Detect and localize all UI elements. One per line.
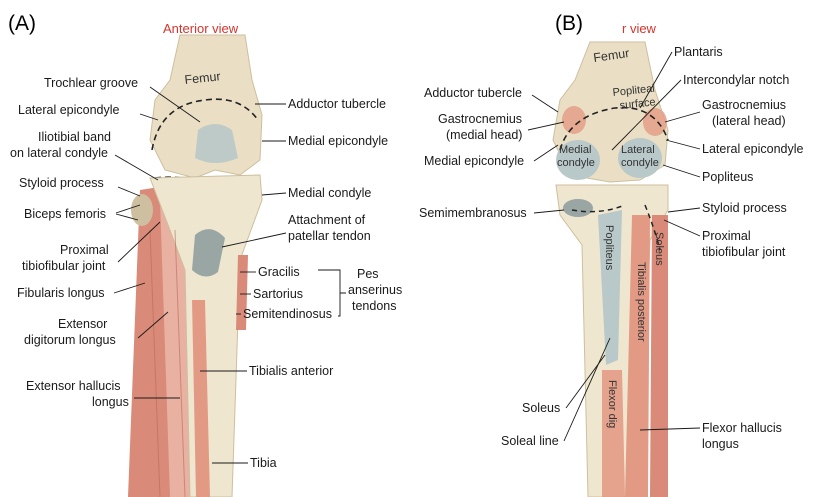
label-tibialis-anterior: Tibialis anterior [249,364,333,378]
label-attachment-2: patellar tendon [288,229,371,243]
patellar-surface-a [195,124,238,163]
label-prox-tibiofib-a-2: tibiofibular joint [22,259,106,273]
label-adductor-tubercle-a: Adductor tubercle [288,97,386,111]
label-soleal-line: Soleal line [501,434,559,448]
label-popliteus-b: Popliteus [702,170,753,184]
label-styloid-b: Styloid process [702,201,787,215]
label-biceps-femoris: Biceps femoris [24,207,106,221]
label-medial-epicondyle-b: Medial epicondyle [424,154,524,168]
panel-a-view: Anterior view [163,21,239,36]
label-medial-epicondyle-a: Medial epicondyle [288,134,388,148]
fibula-head-a [131,194,153,226]
label-trochlear-groove: Trochlear groove [44,76,138,90]
label-plantaris: Plantaris [674,45,723,59]
label-ext-hal-1: Extensor hallucis [26,379,121,393]
label-prox-tibiofib-b-1: Proximal [702,229,751,243]
label-adductor-tubercle-b: Adductor tubercle [424,86,522,100]
label-styloid-a: Styloid process [19,176,104,190]
panel-a-illustration [128,35,262,497]
label-intercondylar-notch: Intercondylar notch [683,73,789,87]
label-pes-2: anserinus [348,283,402,297]
label-attachment-1: Attachment of [288,213,366,227]
panel-b-label: (B) [555,12,583,35]
label-gastroc-medial-2: (medial head) [446,128,522,142]
medial-condyle-label-1: Medial [559,144,591,156]
label-fibularis-longus: Fibularis longus [17,286,105,300]
label-pes-3: tendons [352,299,396,313]
gastroc-medial-head-b [562,106,586,134]
lateral-condyle-label-2: condyle [621,157,659,169]
flexor-dig-vertical-label: Flexor dig [606,380,618,428]
label-ext-hal-2: longus [92,395,129,409]
label-semitendinosus: Semitendinosus [243,307,332,321]
label-lateral-epicondyle-b: Lateral epicondyle [702,142,804,156]
lateral-condyle-label-1: Lateral [621,144,655,156]
tibialis-posterior-vertical-label: Tibialis posterior [635,262,647,342]
semimembranosus-b [563,199,593,217]
label-soleus-b: Soleus [522,401,560,415]
soleus-vertical-label: Soleus [653,232,665,266]
label-flexor-hallucis-1: Flexor hallucis [702,421,782,435]
label-flexor-hallucis-2: longus [702,437,739,451]
panel-a-label: (A) [8,12,36,35]
leader-medial-condyle-a [262,193,286,195]
leader-styloid-a [118,187,140,196]
label-prox-tibiofib-b-2: tibiofibular joint [702,245,786,259]
leader-lateral-epicondyle-b [666,140,700,149]
panel-b-view: r view [622,21,657,36]
leader-popliteus-b [663,165,700,177]
label-pes-1: Pes [357,267,379,281]
medial-condyle-label-2: condyle [557,157,595,169]
label-semimembranosus: Semimembranosus [419,206,527,220]
label-gastroc-lateral-2: (lateral head) [712,114,786,128]
label-medial-condyle-a: Medial condyle [288,186,371,200]
label-sartorius: Sartorius [253,287,303,301]
label-iliotibial-2: on lateral condyle [10,146,108,160]
label-gastroc-lateral-1: Gastrocnemius [702,98,786,112]
label-gastroc-medial-1: Gastrocnemius [438,112,522,126]
leader-gastroc-lateral [665,112,700,122]
label-ext-dig-2: digitorum longus [24,333,116,347]
label-tibia: Tibia [250,456,277,470]
leader-prox-tibiofib-b [664,220,700,236]
leader-adductor-tubercle-b [532,95,558,112]
label-gracilis: Gracilis [258,265,300,279]
popliteus-vertical-label: Popliteus [603,225,615,271]
leader-flexor-hallucis [640,428,700,430]
label-ext-dig-1: Extensor [58,317,107,331]
label-prox-tibiofib-a-1: Proximal [60,243,109,257]
label-iliotibial-1: Iliotibial band [38,130,111,144]
leader-iliotibial [115,155,158,180]
leader-medial-epicondyle-b [534,145,558,161]
label-lateral-epicondyle-a: Lateral epicondyle [18,103,120,117]
leader-styloid-b [668,208,700,212]
